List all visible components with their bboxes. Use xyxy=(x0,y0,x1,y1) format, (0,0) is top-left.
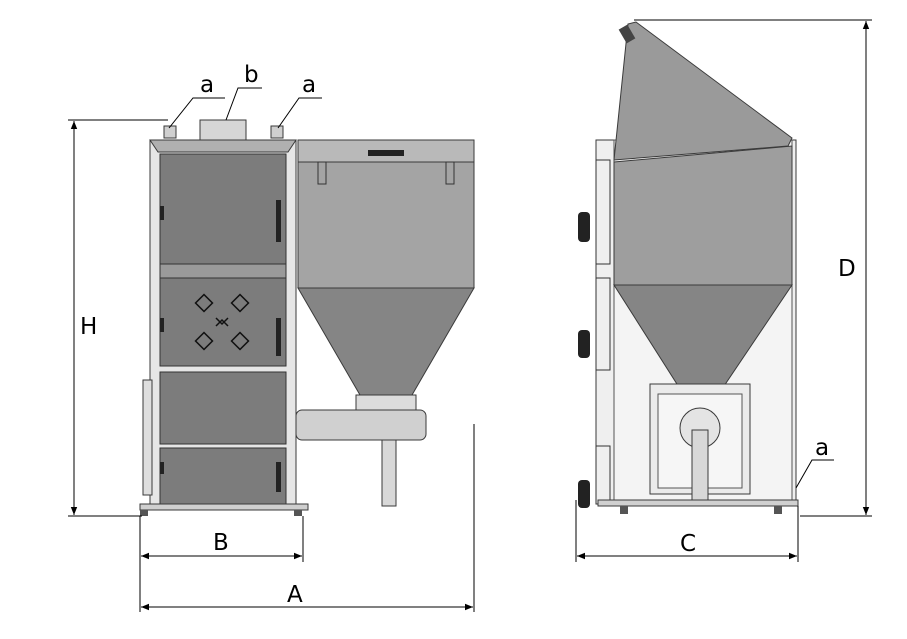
hopper-cone xyxy=(297,287,475,396)
label-A: A xyxy=(287,582,303,608)
front-view xyxy=(139,119,475,516)
hopper-lid xyxy=(613,21,793,161)
label-a-side: a xyxy=(815,435,829,461)
dimension-lines xyxy=(68,19,872,612)
feeder-tube xyxy=(295,409,427,441)
label-D: D xyxy=(838,256,856,282)
connector-right xyxy=(270,125,284,139)
label-a-right: a xyxy=(302,72,316,98)
label-B: B xyxy=(213,530,229,556)
lower-door xyxy=(159,371,287,445)
flue-outlet xyxy=(199,119,247,141)
label-H: H xyxy=(80,314,97,340)
ash-door xyxy=(159,447,287,505)
connector-left xyxy=(163,125,177,139)
label-b: b xyxy=(244,62,259,88)
label-a-left: a xyxy=(200,72,214,98)
side-view xyxy=(578,21,799,514)
logo-diamonds xyxy=(194,293,250,351)
motor-leg xyxy=(381,439,397,507)
side-hopper xyxy=(613,145,793,286)
fuel-hopper xyxy=(297,139,475,289)
side-feeder xyxy=(691,429,709,507)
upper-door xyxy=(159,153,287,265)
label-C: C xyxy=(680,531,696,557)
